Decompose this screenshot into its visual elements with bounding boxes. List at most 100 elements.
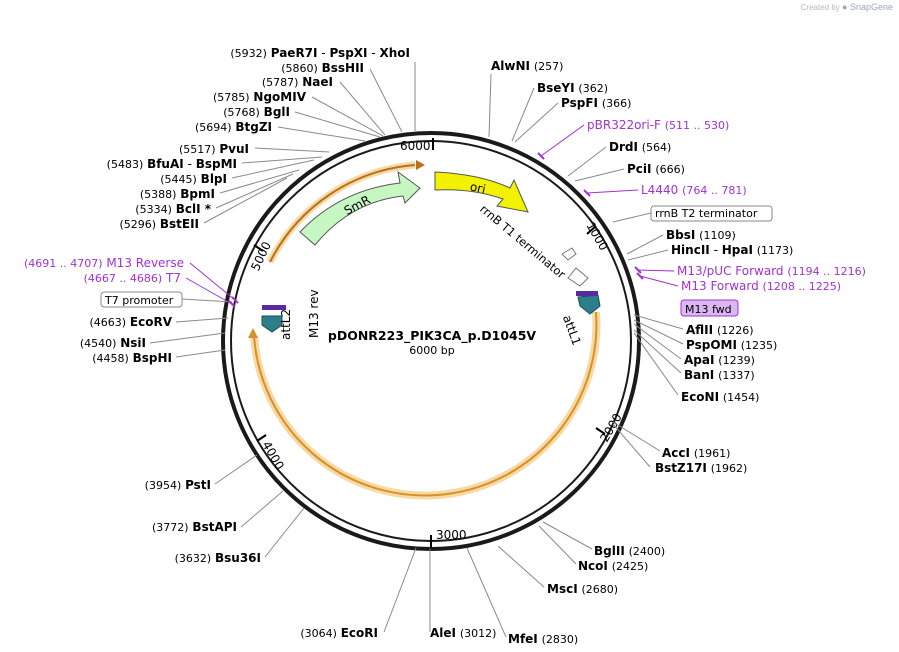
rrnb-t1-marker [561, 247, 577, 261]
enzyme-site-label[interactable]: (5932) PaeR7I - PspXI - XhoI [230, 46, 410, 60]
site-position: (1962) [711, 462, 748, 475]
attl1-arrow[interactable] [577, 294, 601, 315]
site-name: BclI * [176, 202, 212, 216]
enzyme-site-label[interactable]: BstZ17I (1962) [655, 461, 747, 475]
site-position: (5517) [179, 143, 216, 156]
enzyme-site-label[interactable]: AccI (1961) [662, 446, 730, 460]
primer-site-mark [537, 152, 545, 160]
enzyme-site-label[interactable]: AflII (1226) [686, 323, 754, 337]
credit-brand: SnapGene [849, 2, 893, 12]
enzyme-site-label[interactable]: (3064) EcoRI [300, 626, 378, 640]
enzyme-site-label[interactable]: (5785) NgoMIV [213, 90, 307, 104]
primer-label[interactable]: (4667 .. 4686) T7 [84, 271, 181, 285]
leader-line [311, 96, 384, 137]
site-name: EcoNI [681, 390, 719, 404]
enzyme-site-label[interactable]: (5694) BtgZI [195, 120, 272, 134]
enzyme-site-label[interactable]: (5787) NaeI [262, 75, 333, 89]
enzyme-site-label[interactable]: NcoI (2425) [578, 559, 648, 573]
site-name: T7 [165, 271, 181, 285]
site-position: (666) [655, 163, 685, 176]
site-position: (362) [578, 82, 608, 95]
m13-rev-label: M13 rev [307, 289, 321, 338]
leader-line [633, 314, 684, 330]
enzyme-site-label[interactable]: PciI (666) [627, 162, 685, 176]
leader-line [240, 490, 284, 528]
enzyme-site-label[interactable]: BanI (1337) [684, 368, 755, 382]
enzyme-site-label[interactable]: (5296) BstEII [119, 217, 199, 231]
attl2-primer-bar [262, 305, 286, 310]
enzyme-site-label[interactable]: (3772) BstAPI [152, 520, 237, 534]
enzyme-site-label[interactable]: (5483) BfuAI - BspMI [107, 157, 237, 171]
site-leaders [149, 62, 684, 638]
leader-line [540, 124, 585, 157]
enzyme-site-label[interactable]: (5860) BssHII [281, 61, 364, 75]
enzyme-site-label[interactable]: MfeI (2830) [508, 632, 578, 646]
site-name: PaeR7I [271, 46, 318, 60]
enzyme-site-label[interactable]: (4540) NsiI [80, 336, 146, 350]
tick-label-6000: 6000 [400, 139, 431, 153]
enzyme-site-label[interactable]: (5334) BclI * [135, 202, 211, 216]
site-name: BfuAI [147, 157, 184, 171]
attl1-label: attL1 [560, 313, 584, 347]
enzyme-site-label[interactable]: AlwNI (257) [491, 59, 563, 73]
leader-line [639, 275, 679, 287]
site-name: MfeI [508, 632, 538, 646]
enzyme-site-label[interactable]: PspOMI (1235) [686, 338, 777, 352]
site-name: M13/pUC Forward [677, 264, 784, 278]
site-name: PvuI [219, 142, 249, 156]
site-name: PspFI [561, 96, 598, 110]
ori-feature-arrow[interactable] [434, 171, 529, 213]
primer-label[interactable]: L4440 (764 .. 781) [641, 183, 747, 197]
enzyme-site-label[interactable]: BbsI (1109) [666, 228, 736, 242]
enzyme-site-label[interactable]: (5517) PvuI [179, 142, 249, 156]
enzyme-site-label[interactable]: BglII (2400) [594, 544, 665, 558]
rrnb-t2-leader [612, 212, 652, 223]
primer-site-mark [634, 266, 642, 274]
enzyme-site-label[interactable]: BseYI (362) [537, 81, 608, 95]
site-name: ApaI [684, 353, 714, 367]
enzyme-site-label[interactable]: (5768) BglI [223, 105, 290, 119]
enzyme-site-label[interactable]: (3954) PstI [145, 478, 211, 492]
site-position: (5932) [230, 47, 267, 60]
smr-promoter-arrowhead [416, 160, 425, 170]
enzyme-site-label[interactable]: (5388) BpmI [140, 187, 215, 201]
leader-line [626, 234, 664, 255]
attl2-arrow[interactable] [261, 315, 283, 333]
primer-label[interactable]: (4691 .. 4707) M13 Reverse [24, 256, 184, 270]
leader-line [369, 68, 403, 133]
backbone-outer-ring [221, 131, 641, 551]
leader-line [203, 177, 288, 224]
site-name: BtgZI [235, 120, 272, 134]
enzyme-site-label[interactable]: (4458) BspHI [92, 351, 172, 365]
enzyme-site-label[interactable]: ApaI (1239) [684, 353, 755, 367]
site-name: HincII [671, 243, 710, 257]
orf-arc [253, 311, 598, 497]
leader-line [214, 454, 258, 485]
enzyme-site-label[interactable]: DrdI (564) [609, 140, 671, 154]
enzyme-site-label[interactable]: (4663) EcoRV [90, 315, 173, 329]
site-position: (1961) [694, 447, 731, 460]
leader-line [637, 269, 675, 272]
enzyme-site-label[interactable]: AleI (3012) [430, 626, 496, 640]
enzyme-site-label[interactable]: (5445) BlpI [160, 172, 227, 186]
site-position: (3012) [460, 627, 497, 640]
site-name: BstZ17I [655, 461, 707, 475]
enzyme-site-label[interactable]: HincII - HpaI (1173) [671, 243, 793, 257]
enzyme-site-label[interactable]: MscI (2680) [547, 582, 618, 596]
site-name: BspMI [196, 157, 237, 171]
t7-promoter-leader [181, 298, 233, 303]
enzyme-site-label[interactable]: (3632) Bsu36I [175, 551, 261, 565]
smr-feature-arrow[interactable] [299, 170, 421, 246]
primer-label[interactable]: M13 Forward (1208 .. 1225) [681, 279, 841, 293]
site-position: (5694) [195, 121, 232, 134]
site-position: (5787) [262, 76, 299, 89]
site-position: (764 .. 781) [682, 184, 747, 197]
enzyme-site-label[interactable]: EcoNI (1454) [681, 390, 759, 404]
primer-site-mark [228, 300, 236, 308]
tick-marks [253, 138, 606, 547]
attl1-primer-bar [576, 291, 598, 296]
rrnb-t1-label: rrnB T1 terminator [477, 202, 568, 282]
enzyme-site-label[interactable]: PspFI (366) [561, 96, 631, 110]
primer-label[interactable]: pBR322ori-F (511 .. 530) [587, 118, 729, 132]
primer-label[interactable]: M13/pUC Forward (1194 .. 1216) [677, 264, 866, 278]
